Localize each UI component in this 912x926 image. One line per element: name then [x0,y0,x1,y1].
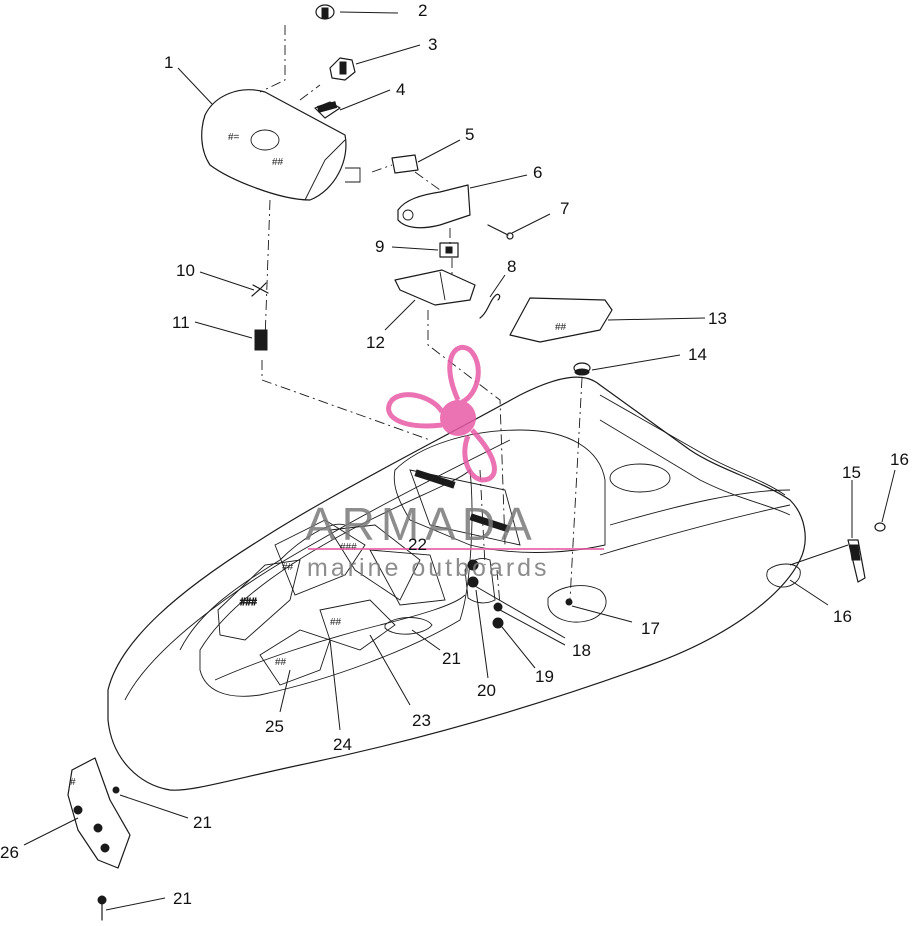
propeller-logo-icon [386,345,497,483]
watermark-tagline: marine outboards [307,554,550,582]
bulb-part [315,4,335,20]
callout-6: 6 [533,163,542,182]
bolt-parts [97,786,120,921]
socket-part [329,57,356,81]
callout-21-bottom: 21 [173,889,192,908]
mount-bracket-part [394,269,476,306]
leader-lines [23,11,896,911]
screw-part [487,224,514,240]
assembly-centerlines [259,25,583,606]
callout-9: 9 [375,237,384,256]
cover-part: ## [509,297,613,343]
svg-text:##: ## [275,657,287,668]
lens-housing: #= ## [201,89,361,201]
callout-19: 19 [535,667,554,686]
spring-part [254,329,268,351]
bracket-part [397,184,471,229]
spring-clip-part [479,293,501,319]
callout-20: 20 [477,681,496,700]
lower-bracket-part: # [67,757,131,869]
callout-16-top: 16 [890,450,909,469]
svg-text:##: ## [282,562,294,573]
svg-text:###: ### [340,542,357,553]
svg-text:#=: #= [228,132,240,143]
callout-11: 11 [172,313,190,332]
callout-2: 2 [418,1,427,20]
svg-text:##: ## [555,322,567,333]
callout-14: 14 [688,345,707,364]
knob-part [874,522,886,532]
nut-part [439,242,459,258]
callout-23: 23 [412,711,431,730]
callout-22: 22 [408,535,427,554]
callout-17: 17 [641,619,660,638]
callout-3: 3 [428,35,437,54]
callout-5: 5 [465,125,474,144]
svg-text:#: # [70,777,76,788]
callout-18: 18 [572,641,591,660]
svg-text:###: ### [240,597,257,608]
callout-4: 4 [396,80,405,99]
latch-part [847,539,866,583]
callout-12: 12 [366,333,385,352]
callout-labels: 2 3 4 1 5 6 7 9 8 10 11 12 13 14 15 16 1… [0,1,909,908]
plate-part [391,154,419,174]
callout-21-mid: 21 [442,649,461,668]
watermark-brand: ARMADA [305,498,538,550]
pin-part [251,282,269,297]
callout-7: 7 [560,199,569,218]
screw-17-part [565,598,573,606]
callout-25: 25 [265,717,284,736]
callout-21-lower: 21 [193,813,212,832]
callout-8: 8 [507,257,516,276]
callout-24: 24 [333,735,352,754]
callout-13: 13 [708,309,727,328]
svg-text:##: ## [330,617,342,628]
svg-text:##: ## [272,157,284,168]
callout-26: 26 [0,843,19,862]
callout-16-bottom: 16 [833,607,852,626]
hood-body [107,376,806,791]
callout-1: 1 [164,53,173,72]
grommet-part [573,362,591,376]
armada-watermark: ARMADA marine outboards [305,345,604,582]
callout-10: 10 [176,261,195,280]
clip-part [314,101,341,119]
callout-15: 15 [842,463,861,482]
dash-panel-cluster: ### ## ### ## ## [217,519,446,686]
grommet-stack [467,559,504,629]
